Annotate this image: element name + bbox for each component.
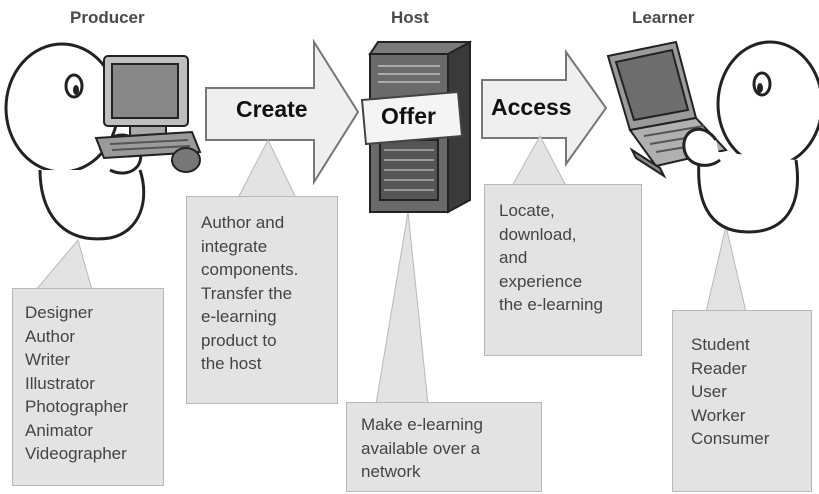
learner-callout-pointer bbox=[705, 225, 747, 313]
offer-label: Offer bbox=[381, 103, 436, 129]
laptop-computer-icon bbox=[606, 40, 728, 179]
learner-header: Learner bbox=[632, 8, 695, 27]
access-arrow bbox=[481, 48, 608, 168]
learner-figure-icon bbox=[682, 40, 819, 234]
producer-roles-text: Designer Author Writer Illustrator Photo… bbox=[25, 303, 129, 463]
create-callout-pointer bbox=[237, 138, 297, 199]
create-label: Create bbox=[236, 96, 308, 122]
access-description: Locate, download, and experience the e-l… bbox=[499, 201, 603, 314]
create-arrow bbox=[205, 38, 360, 186]
learner-roles-callout: Student Reader User Worker Consumer bbox=[672, 310, 812, 492]
desktop-computer-icon bbox=[94, 55, 202, 173]
host-header: Host bbox=[391, 8, 429, 27]
producer-header: Producer bbox=[70, 8, 145, 27]
offer-callout-pointer bbox=[375, 211, 429, 405]
learner-roles-text: Student Reader User Worker Consumer bbox=[691, 335, 770, 448]
create-callout: Author and integrate components. Transfe… bbox=[186, 196, 338, 404]
create-description: Author and integrate components. Transfe… bbox=[201, 213, 299, 373]
producer-callout-pointer bbox=[34, 238, 93, 291]
access-callout-pointer bbox=[511, 134, 567, 187]
producer-roles-callout: Designer Author Writer Illustrator Photo… bbox=[12, 288, 164, 486]
offer-callout: Make e-learning available over a network bbox=[346, 402, 542, 492]
access-callout: Locate, download, and experience the e-l… bbox=[484, 184, 642, 356]
offer-banner bbox=[360, 90, 464, 146]
access-label: Access bbox=[491, 94, 572, 120]
offer-description: Make e-learning available over a network bbox=[361, 415, 483, 481]
